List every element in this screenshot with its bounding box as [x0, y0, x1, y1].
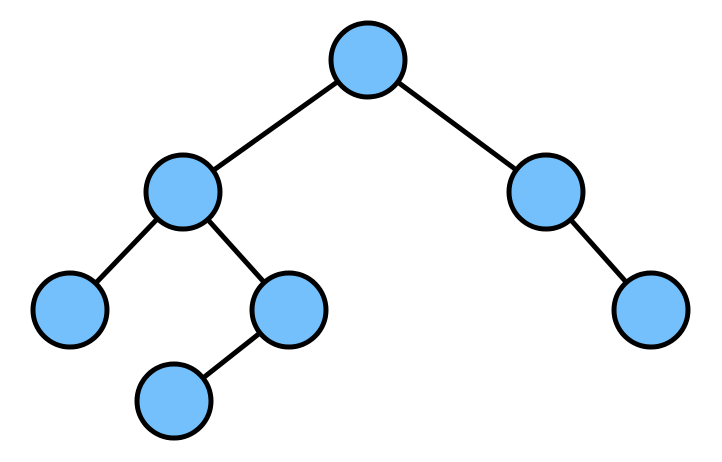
- tree-node-left: [143, 152, 223, 232]
- nodes-layer: [30, 20, 691, 441]
- tree-node-left-right-left: [134, 361, 214, 441]
- tree-node-root: [328, 20, 408, 100]
- tree-node-left-left: [30, 270, 110, 350]
- tree-node-right-right: [611, 270, 691, 350]
- edges-layer: [67, 57, 654, 404]
- tree-node-left-right: [249, 270, 329, 350]
- tree-node-right: [506, 152, 586, 232]
